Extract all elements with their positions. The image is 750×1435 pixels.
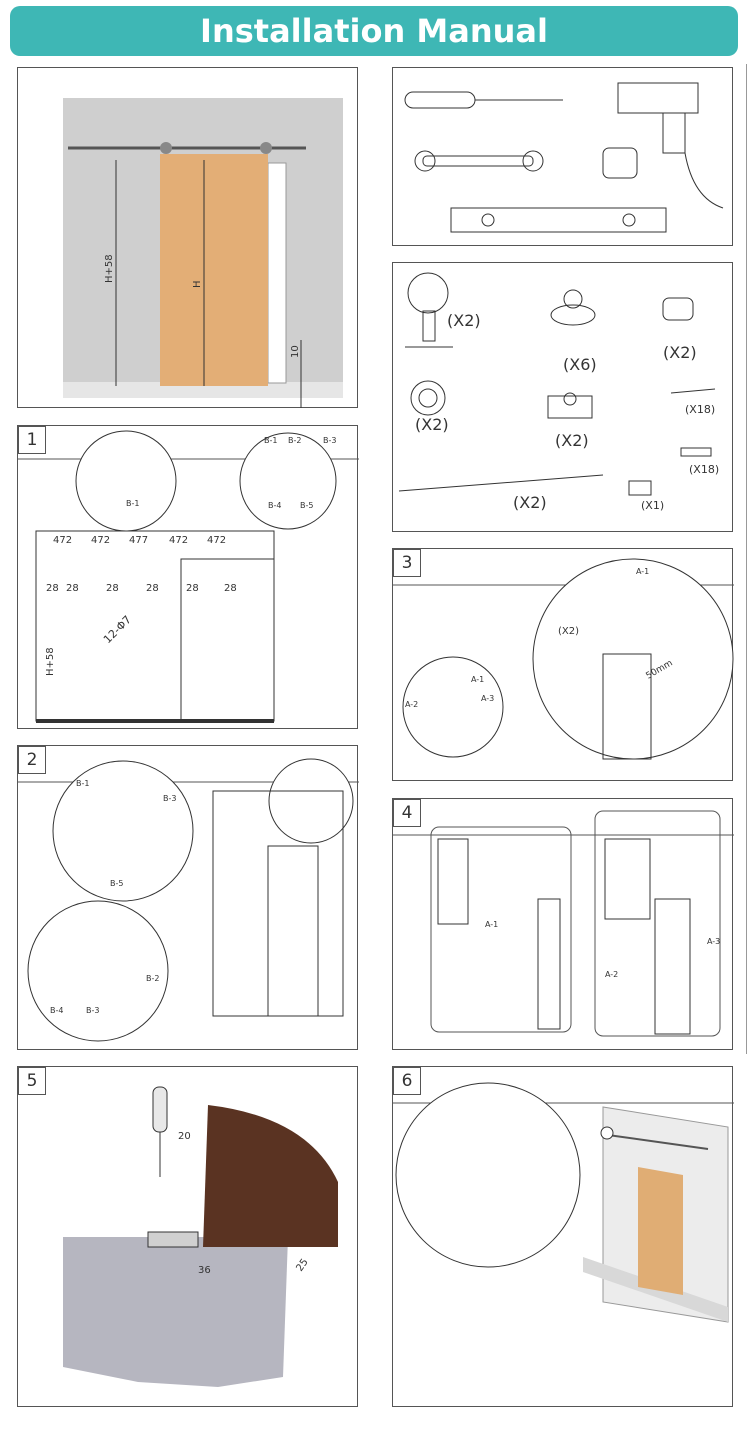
- door-height-label: H: [192, 280, 203, 288]
- part-b4: B-4: [268, 501, 281, 510]
- spacer-icon: [628, 480, 652, 496]
- qty-spacer: (X1): [641, 499, 665, 512]
- label-a2: A-2: [605, 970, 618, 979]
- wrench-icon: [414, 150, 544, 172]
- drill-icon: [617, 82, 724, 209]
- spacing-1: 472: [53, 535, 72, 546]
- step-2-panel: 2 B-1 B-3 B-5 B-2 B-4 B-3: [17, 745, 359, 1050]
- offset-3: 28: [106, 583, 119, 594]
- offset-2: 28: [66, 583, 79, 594]
- offset-4: 28: [146, 583, 159, 594]
- step-number: 3: [393, 549, 421, 577]
- label-b4: B-4: [50, 1006, 63, 1015]
- spacing-2: 472: [91, 535, 110, 546]
- qty-label: (X2): [558, 626, 579, 637]
- spacing-4: 472: [169, 535, 188, 546]
- label-b5: B-5: [110, 879, 123, 888]
- screwdriver-icon: [404, 91, 563, 109]
- parts-drawing: [398, 272, 716, 496]
- label-a2: A-2: [405, 700, 418, 709]
- step-4-panel: 4 A-1 A-2 A-3: [392, 798, 734, 1050]
- page-title: Installation Manual: [10, 6, 738, 56]
- label-b3-bottom: B-3: [86, 1006, 99, 1015]
- qty-guide: (X2): [415, 415, 449, 434]
- dim-20: 20: [178, 1131, 191, 1142]
- step-3-panel: 3 (X2) 50mm A-1 A-1 A-2 A-3: [392, 548, 734, 781]
- spacing-3: 477: [129, 535, 148, 546]
- qty-screw: (X18): [685, 403, 716, 416]
- part-b2: B-2: [288, 436, 301, 445]
- label-a3: A-3: [481, 694, 494, 703]
- divider: [746, 64, 747, 1054]
- step-4-drawing: A-1 A-2 A-3: [393, 810, 734, 1037]
- offset-1: 28: [46, 583, 59, 594]
- overview-drawing: H+58 H 10: [63, 98, 343, 408]
- step-number: 5: [18, 1067, 46, 1095]
- qty-rail: (X2): [513, 493, 547, 512]
- step-number: 6: [393, 1067, 421, 1095]
- tools-panel: [392, 67, 733, 246]
- anchor-icon: [680, 447, 712, 457]
- qty-joint: (X2): [663, 343, 697, 362]
- level-icon: [450, 207, 667, 233]
- step-number: 2: [18, 746, 46, 774]
- bracket-icon: [550, 289, 596, 326]
- stopper-icon: [405, 272, 453, 348]
- label-a1: A-1: [471, 675, 484, 684]
- label-b3: B-3: [163, 794, 176, 803]
- part-b3: B-3: [323, 436, 336, 445]
- height-label: H+58: [45, 647, 56, 676]
- tape-measure-icon: [602, 147, 638, 179]
- qty-plate: (X2): [555, 431, 589, 450]
- label-a1-detail: A-1: [636, 567, 649, 576]
- dim-36: 36: [198, 1265, 211, 1276]
- step-5-panel: 5 20 36 25: [17, 1066, 358, 1407]
- step-1-panel: 1 472 472 477 472 472 28 28 28 28 28 28 …: [17, 425, 359, 729]
- qty-anchor: (X18): [689, 463, 720, 476]
- hole-label: 12-Φ7: [101, 613, 134, 646]
- step-6-drawing: [393, 1082, 734, 1323]
- offset-5: 28: [186, 583, 199, 594]
- joint-icon: [662, 297, 694, 321]
- floor-gap-label: 10: [290, 345, 301, 358]
- height-label: H+58: [104, 254, 115, 283]
- step-6-panel: 6: [392, 1066, 734, 1407]
- qty-bracket: (X6): [563, 355, 597, 374]
- label-b2: B-2: [146, 974, 159, 983]
- overview-panel: H+58 H 10: [17, 67, 358, 408]
- label-b1: B-1: [76, 779, 89, 788]
- dim-25: 25: [294, 1257, 310, 1274]
- step-3-drawing: (X2) 50mm A-1 A-1 A-2 A-3: [393, 558, 734, 760]
- step-1-drawing: 472 472 477 472 472 28 28 28 28 28 28 12…: [18, 430, 359, 723]
- part-b1: B-1: [264, 436, 277, 445]
- tools-drawing: [404, 82, 724, 233]
- qty-stopper: (X2): [447, 311, 481, 330]
- step-number: 1: [18, 426, 46, 454]
- step-number: 4: [393, 799, 421, 827]
- part-b5: B-5: [300, 501, 313, 510]
- label-a3: A-3: [707, 937, 720, 946]
- screw-icon: [670, 388, 716, 394]
- label-a1: A-1: [485, 920, 498, 929]
- detail-label: B-1: [126, 499, 139, 508]
- plate-icon: [547, 392, 593, 419]
- spacing-5: 472: [207, 535, 226, 546]
- step-5-drawing: 20 36 25: [63, 1086, 338, 1387]
- offset-6: 28: [224, 583, 237, 594]
- rail-icon: [398, 474, 604, 492]
- step-2-drawing: B-1 B-3 B-5 B-2 B-4 B-3: [18, 758, 359, 1042]
- parts-panel: (X2) (X6) (X2) (X2) (X2) (X18) (X18) (X2…: [392, 262, 733, 532]
- guide-icon: [410, 380, 446, 416]
